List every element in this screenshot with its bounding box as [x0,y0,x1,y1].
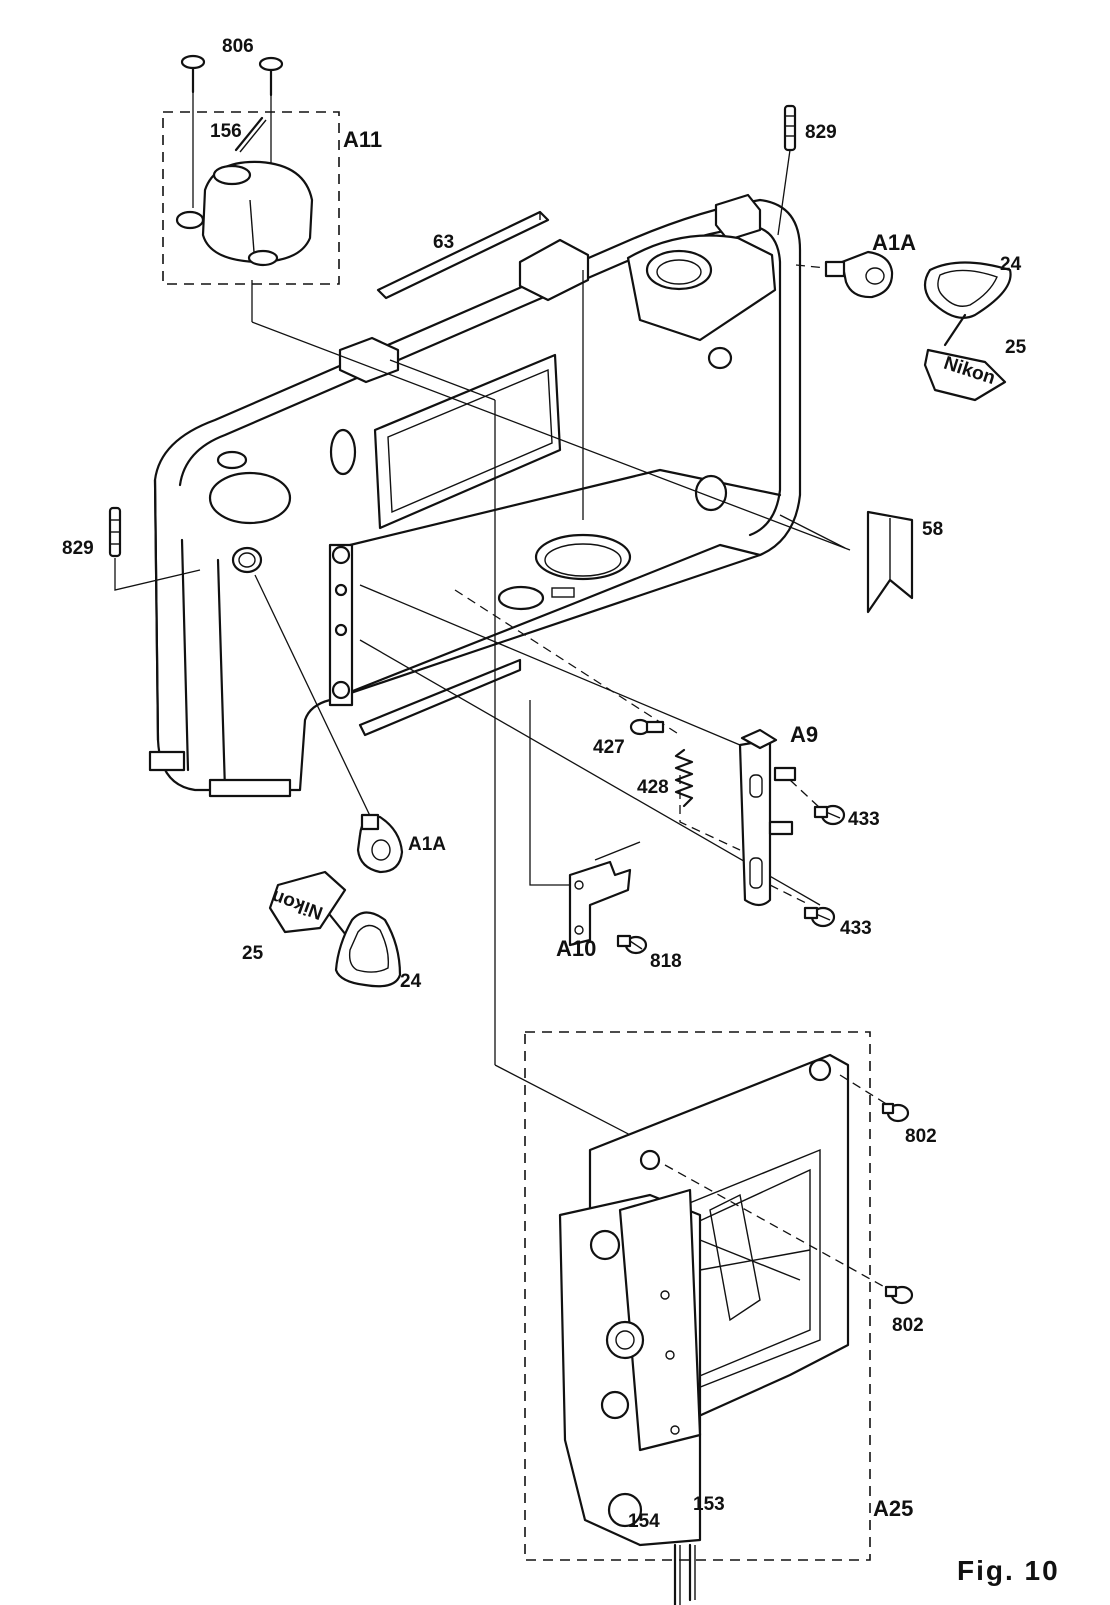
rewind-base-assembly [175,160,314,267]
light-seal-58 [779,510,914,614]
label-63: 63 [433,232,454,253]
label-a1a-top: A1A [872,230,916,255]
label-427: 427 [593,737,625,758]
screw-433-b [803,906,836,928]
leader-line-1 [251,321,851,551]
label-24-bottom: 24 [400,971,422,992]
film-guide-63 [376,210,550,300]
strap-ring-24-top [923,261,1012,347]
leader-line-4 [494,1064,641,1141]
label-25-top: 25 [1005,337,1027,358]
strap-clip-25-top: Nikon [923,348,1007,402]
label-829-top: 829 [805,122,837,143]
screw-818 [616,934,648,955]
camera-body-frame [148,193,802,798]
strap-lug-a1a-top [795,250,894,299]
pin-154 [673,1543,681,1605]
spring-428 [674,748,694,808]
label-433-b: 433 [840,918,872,939]
figure-caption: Fig. 10 [957,1555,1060,1586]
label-a11: A11 [343,127,382,152]
leader-line-9 [529,700,570,886]
label-a25: A25 [873,1496,913,1521]
label-58: 58 [922,519,943,540]
label-a9: A9 [790,722,818,747]
strap-ring-24-bottom [334,911,402,988]
leader-line-8 [454,589,681,736]
label-428: 428 [637,777,669,798]
screw-802-a [839,1074,910,1123]
shutter-unit-a25 [558,1053,850,1547]
screw-806-left [180,54,206,208]
strap-clip-25-bottom: Nikon [268,870,352,942]
pin-829-left [108,506,201,591]
label-a10: A10 [556,936,596,961]
lever-a9 [738,728,821,907]
pin-829-top [777,104,797,236]
label-818: 818 [650,951,682,972]
a11-group-box [162,111,340,285]
label-829-left: 829 [62,538,94,559]
label-153: 153 [693,1494,725,1515]
leader-line-6 [359,584,741,746]
screw-427 [629,718,665,736]
leader-line-11 [254,574,373,821]
label-806: 806 [222,36,254,57]
part-a10 [568,841,641,947]
leader-line-2 [389,359,496,401]
label-802-b: 802 [892,1315,924,1336]
label-24-top: 24 [1000,254,1022,275]
label-a1a-bottom: A1A [408,834,446,855]
label-156: 156 [210,121,242,142]
label-433-a: 433 [848,809,880,830]
screw-802-b [664,1164,914,1305]
pin-153 [688,1543,696,1602]
a25-group-box [524,1031,871,1561]
screw-433-a [813,804,846,826]
strap-lug-a1a-bottom [356,813,404,874]
spring-156 [234,116,267,153]
label-802-a: 802 [905,1126,937,1147]
screw-806-right [258,56,284,240]
label-25-bottom: 25 [242,943,264,964]
label-154: 154 [628,1511,660,1532]
